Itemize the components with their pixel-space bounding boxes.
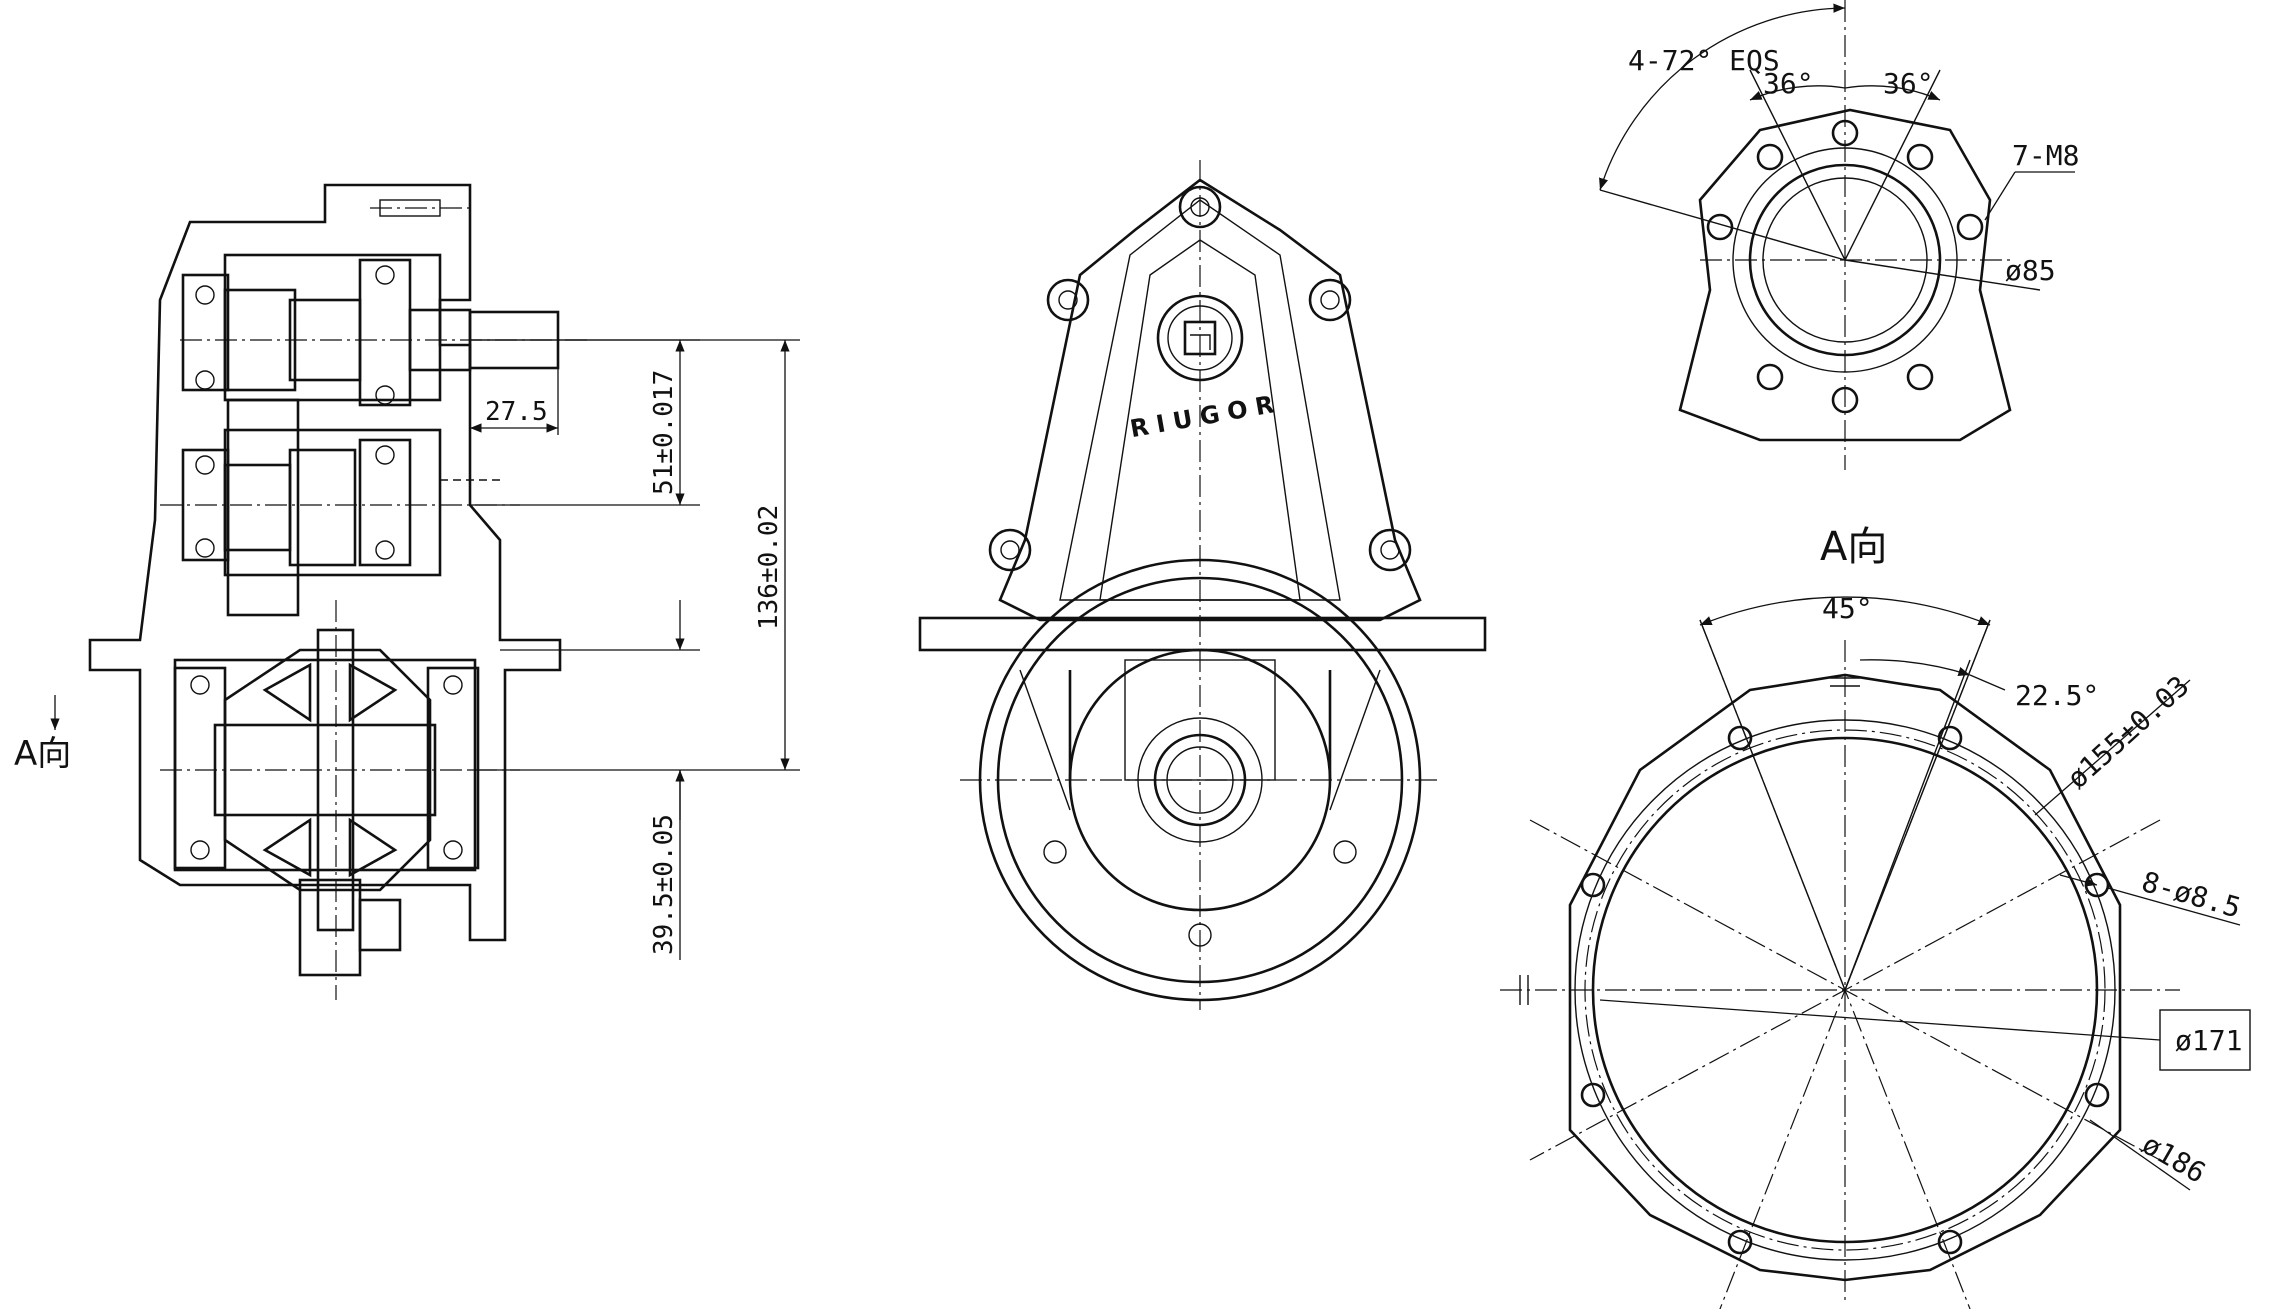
top-flange-view: 4-72° EQS 36° 36° 7-M8 ø85	[1599, 0, 2079, 470]
inner-diameter: ø171	[2175, 1024, 2242, 1057]
angle-left: 36°	[1763, 67, 1814, 100]
holes-spec: 8-ø8.5	[2138, 865, 2244, 925]
angle-half: 22.5°	[2015, 679, 2099, 712]
view-a-title: A向	[1820, 524, 1887, 570]
thread-spec: 7-M8	[2012, 139, 2079, 172]
dim-upper: 51±0.017	[649, 370, 679, 495]
angle-right: 36°	[1883, 67, 1934, 100]
dim-shaft-length: 27.5	[485, 397, 548, 427]
front-bolt-holes	[988, 185, 1412, 572]
view-marker-a: A向	[14, 734, 71, 774]
angle-pattern: 4-72° EQS	[1628, 44, 1780, 77]
view-a-holes	[1580, 725, 2110, 1255]
bore-diameter: ø85	[2005, 254, 2056, 287]
brand-name: RIUGOR	[1128, 389, 1284, 443]
angle-main: 45°	[1822, 592, 1873, 625]
view-a: A向 45° 22.5°	[1500, 524, 2251, 1309]
outer-diameter: ø186	[2137, 1127, 2212, 1189]
section-view: 27.5 51±0.017 136±0.02 39.5±0.05 A向	[14, 183, 800, 1000]
dim-overall: 136±0.02	[754, 505, 784, 630]
front-view: RIUGOR	[918, 160, 1487, 1010]
dim-lower: 39.5±0.05	[649, 814, 679, 955]
